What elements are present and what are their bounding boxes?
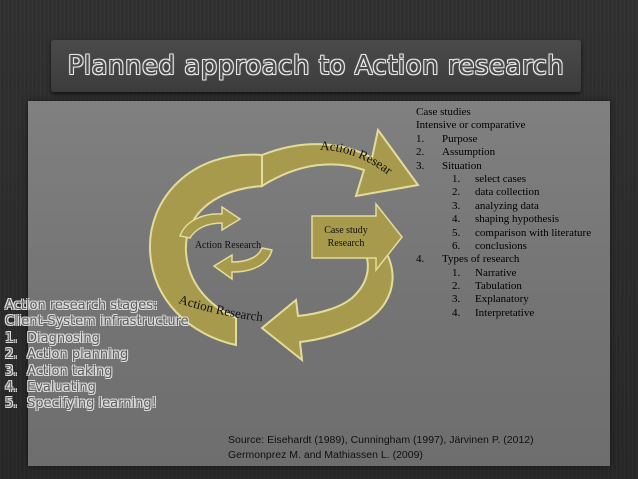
stage-item: 2. Action planning	[5, 347, 225, 363]
research-type-item: 2. Tabulation	[416, 280, 631, 293]
inner-cycle-label: Action Research	[195, 240, 261, 251]
situation-item: 6. conclusions	[416, 240, 631, 253]
case-studies-item-text: Situation	[442, 159, 482, 172]
situation-item-num: 1.	[452, 172, 461, 185]
situation-item-num: 6.	[452, 239, 461, 252]
case-studies-item-num: 1.	[416, 132, 425, 145]
case-studies-item: 2. Assumption	[416, 146, 631, 159]
situation-item-text: shaping hypothesis	[475, 213, 560, 226]
research-type-item-num: 4.	[452, 306, 461, 319]
stage-item: 3. Action taking	[5, 364, 225, 380]
case-studies-subheading: Intensive or comparative	[416, 119, 631, 132]
case-study-label-line2: Research	[328, 238, 365, 249]
title-bar: Planned approach to Action research	[51, 40, 581, 92]
case-studies-heading-text: Case studies	[416, 106, 471, 118]
stage-item-num: 2.	[5, 347, 18, 363]
stage-item: 5. Specifying learning!	[5, 396, 225, 412]
research-type-item-text: Tabulation	[475, 280, 522, 293]
research-type-item-text: Interpretative	[475, 306, 535, 319]
research-type-item-num: 3.	[452, 293, 461, 306]
case-studies-item: 1. Purpose	[416, 133, 631, 146]
stage-item-text: Action taking	[27, 363, 113, 379]
situation-item: 4. shaping hypothesis	[416, 213, 631, 226]
case-study-label-line1: Case study	[324, 225, 368, 236]
top-arrow-label-path: Action Research	[0, 0, 396, 178]
case-studies-subheading-text: Intensive or comparative	[416, 119, 526, 132]
action-research-stages: Action research stages: Client-System in…	[5, 298, 225, 413]
situation-item: 1. select cases	[416, 173, 631, 186]
stage-item-text: Diagnosing	[27, 330, 100, 346]
slide-title: Planned approach to Action research	[67, 51, 565, 81]
research-type-item: 4. Interpretative	[416, 307, 631, 320]
case-studies-item-text: Assumption	[442, 146, 496, 159]
inner-cycle-bottom-arrow	[212, 247, 273, 281]
stage-item-num: 5.	[5, 396, 18, 412]
situation-item-text: select cases	[475, 172, 526, 185]
types-item-text: Types of research	[442, 253, 520, 266]
types-item: 4. Types of research	[416, 253, 631, 266]
situation-item: 3. analyzing data	[416, 200, 631, 213]
top-arrow-label: Action Research	[0, 0, 396, 178]
situation-item: 2. data collection	[416, 186, 631, 199]
case-studies-list: Case studies Intensive or comparative 1.…	[416, 106, 631, 320]
research-type-item: 3. Explanatory	[416, 293, 631, 306]
top-arrow	[261, 127, 420, 198]
stage-item-text: Evaluating	[27, 379, 96, 395]
stage-item: 1. Diagnosing	[5, 331, 225, 347]
stage-item-num: 3.	[5, 363, 18, 379]
stage-item: 4. Evaluating	[5, 380, 225, 396]
research-type-item-text: Narrative	[475, 266, 517, 279]
research-type-item-num: 1.	[452, 266, 461, 279]
case-studies-item-num: 3.	[416, 159, 425, 172]
case-studies-heading: Case studies	[416, 106, 631, 119]
situation-item-text: comparison with literature	[475, 226, 592, 239]
stage-item-num: 4.	[5, 379, 18, 395]
situation-item-num: 4.	[452, 213, 461, 226]
research-type-item-num: 2.	[452, 280, 461, 293]
case-studies-item-text: Purpose	[442, 132, 478, 145]
case-studies-item-num: 2.	[416, 146, 425, 159]
situation-item-num: 5.	[452, 226, 461, 239]
research-type-item-text: Explanatory	[475, 293, 529, 306]
case-studies-item: 3. Situation	[416, 160, 631, 173]
source-citation: Source: Eisehardt (1989), Cunningham (19…	[228, 433, 608, 462]
situation-item-text: analyzing data	[475, 199, 539, 212]
stages-heading: Action research stages:	[5, 298, 158, 313]
situation-item-num: 2.	[452, 186, 461, 199]
stage-item-num: 1.	[5, 330, 18, 346]
bottom-arc-arrow	[260, 233, 394, 363]
situation-item-num: 3.	[452, 199, 461, 212]
stage-item-text: Action planning	[27, 347, 129, 363]
source-line-1: Source: Eisehardt (1989), Cunningham (19…	[228, 434, 534, 446]
situation-item: 5. comparison with literature	[416, 227, 631, 240]
types-item-num: 4.	[416, 253, 425, 266]
source-line-2: Germonprez M. and Mathiassen L. (2009)	[228, 448, 423, 461]
stage-item-text: Specifying learning!	[27, 396, 157, 412]
inner-cycle-top-arrow	[178, 205, 242, 239]
stages-subheading: Client-System infrastructure	[5, 314, 189, 330]
situation-item-text: data collection	[475, 186, 540, 199]
research-type-item: 1. Narrative	[416, 267, 631, 280]
situation-item-text: conclusions	[475, 239, 527, 252]
case-study-arrow	[311, 201, 403, 273]
